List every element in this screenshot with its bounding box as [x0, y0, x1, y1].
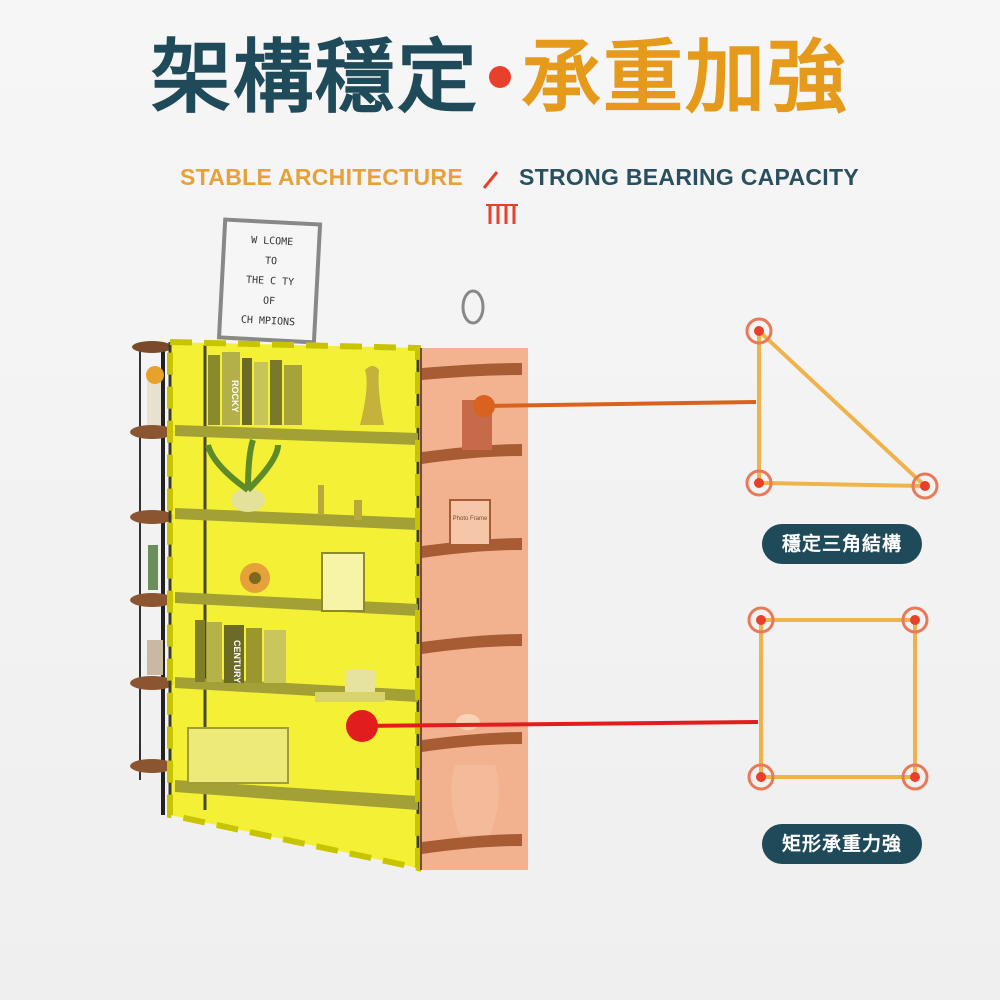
divider-ticks — [488, 205, 516, 224]
badge-rectangle-structure: 矩形承重力強 — [762, 824, 922, 864]
sign-line-2: TO — [265, 256, 278, 268]
rectangle-structure-diagram — [747, 606, 929, 791]
subtitle-right: STRONG BEARING CAPACITY — [519, 164, 859, 190]
pointer-dot-rectangle — [346, 710, 378, 742]
main-bookcase: ROCKY CENTURY — [167, 338, 421, 872]
badge-triangle-structure: 穩定三角結構 — [762, 524, 922, 564]
right-corner-shelf: Photo Frame — [420, 289, 528, 870]
divider-slash — [482, 171, 499, 189]
book-rocky: ROCKY — [230, 380, 240, 413]
left-corner-shelf — [130, 341, 174, 815]
pointer-line-triangle — [483, 400, 757, 408]
sign-line-1: W LCOME — [251, 235, 294, 248]
main-title: 架構穩定承重加強 — [0, 38, 1000, 118]
book-century: CENTURY — [232, 640, 242, 683]
sign-line-4: OF — [263, 296, 276, 308]
pointer-dot-triangle — [473, 395, 495, 417]
pointer-line-rectangle — [361, 720, 759, 728]
triangle-structure-diagram — [745, 317, 939, 500]
photo-frame-text: Photo Frame — [453, 516, 488, 522]
title-right: 承重加強 — [521, 31, 849, 124]
welcome-sign: W LCOME TO THE C TY OF CH MPIONS — [216, 217, 323, 345]
subtitle-left: STABLE ARCHITECTURE — [180, 164, 463, 190]
sign-line-5: CH MPIONS — [241, 315, 296, 329]
title-dot — [489, 66, 511, 89]
title-left: 架構穩定 — [151, 31, 479, 124]
sign-line-3: THE C TY — [246, 275, 295, 289]
